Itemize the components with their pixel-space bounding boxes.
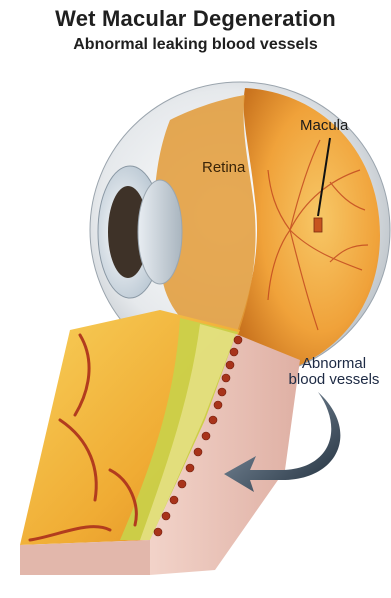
retina-label: Retina xyxy=(202,160,245,176)
abnormal-label-line2: blood vessels xyxy=(284,372,384,388)
lens xyxy=(138,180,182,284)
tissue-block-front xyxy=(20,540,150,575)
abnormal-vessels-label: Abnormal blood vessels xyxy=(284,356,384,388)
abnormal-label-line1: Abnormal xyxy=(284,356,384,372)
macula-spot xyxy=(314,218,322,232)
macula-label: Macula xyxy=(300,118,348,134)
